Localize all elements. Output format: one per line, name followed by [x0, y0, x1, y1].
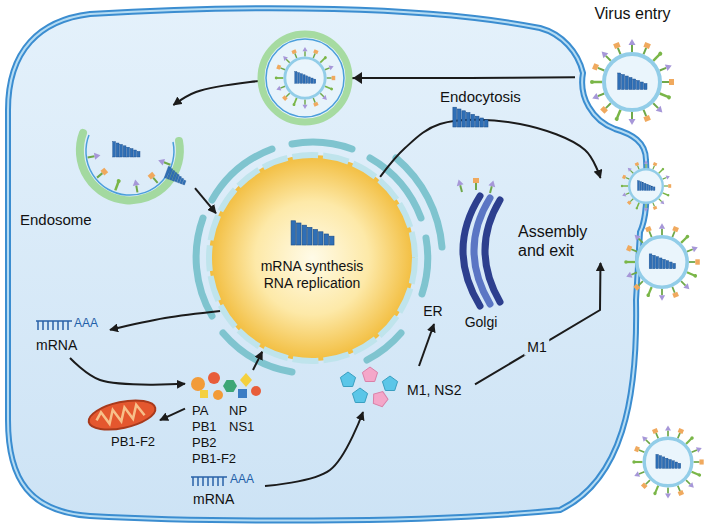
protein — [223, 380, 237, 392]
protein — [240, 373, 252, 387]
arrow-connector — [110, 311, 220, 330]
rnp-bars — [291, 221, 334, 245]
arrow-connector — [253, 352, 262, 370]
er-sheet — [292, 142, 352, 149]
arrow-connector — [70, 358, 185, 385]
er-sheet — [422, 238, 428, 294]
spike — [157, 157, 172, 168]
mitochondrion: PB1-F2 — [88, 395, 160, 452]
rnp-bars — [113, 142, 140, 157]
mrna-strand: AAA mRNA — [185, 472, 265, 512]
node-label: PA — [192, 403, 208, 419]
spike — [487, 180, 497, 194]
nuclear-envelope — [209, 155, 415, 361]
node-label: mRNA — [36, 337, 77, 354]
endosome-inner-membrane — [86, 135, 174, 195]
spike — [473, 178, 479, 190]
endosome: Endosome — [15, 105, 195, 231]
node-label: AAA — [74, 316, 98, 330]
protein — [191, 377, 205, 391]
spike — [455, 179, 465, 193]
node-label: PB1-F2 — [192, 451, 236, 467]
budding-virion — [624, 223, 700, 300]
connector-group — [70, 77, 600, 486]
protein — [251, 386, 261, 396]
protein — [200, 390, 208, 398]
node-label: NP — [229, 403, 247, 419]
spike — [87, 152, 101, 161]
cell-membrane — [8, 8, 647, 520]
node-label: Endosome — [20, 211, 92, 229]
rnp-bars — [453, 107, 488, 127]
mrna-strand-symbol — [36, 321, 72, 330]
virion-entry: Virus entry — [575, 4, 692, 126]
endosome-membrane — [80, 133, 180, 200]
golgi-stack — [463, 196, 500, 306]
arrow-connector — [265, 412, 363, 486]
mrna-strand: AAA mRNA — [30, 316, 110, 358]
arrow-connector — [173, 77, 575, 105]
released-virion — [632, 425, 703, 498]
nucleus: mRNA synthesis RNA replication — [206, 152, 418, 364]
viral-protein-cluster — [191, 372, 261, 400]
protein — [238, 389, 247, 398]
protein — [371, 389, 390, 408]
protein-group: PA NP PB1 NS1PB2PB1-F2 — [185, 370, 265, 469]
node-label: Golgi — [452, 314, 510, 331]
golgi-glycoproteins — [455, 178, 496, 194]
protein — [213, 390, 223, 400]
arrow-connector — [380, 120, 600, 178]
vesicle-membrane — [261, 34, 349, 122]
node-label: Assembly and exit — [518, 222, 604, 260]
node-label: M1, NS2 — [407, 382, 461, 399]
m1-ns2-cluster — [340, 367, 397, 408]
edge-label: Endocytosis — [440, 88, 521, 106]
mrna-strand-symbol — [191, 477, 227, 486]
protein — [352, 388, 367, 403]
protein — [382, 376, 397, 391]
arrow-connector — [195, 188, 216, 213]
protein — [208, 372, 220, 384]
spike — [148, 172, 160, 185]
virion — [275, 47, 335, 109]
spike — [132, 179, 141, 193]
protein — [340, 372, 355, 387]
protein — [362, 367, 377, 382]
node-label: mRNA synthesis RNA replication — [249, 258, 375, 292]
node-label: PB2 — [192, 435, 217, 451]
node-label: PB1 — [192, 419, 217, 435]
spike — [95, 168, 108, 180]
golgi-cisterna — [485, 200, 500, 302]
node-label: AAA — [230, 472, 254, 486]
cell-membrane-inner — [8, 8, 647, 520]
endosome-shape — [80, 133, 189, 200]
budding-virion — [621, 160, 671, 212]
arrow-head — [353, 72, 362, 84]
arrow-connector — [419, 324, 434, 366]
endocytic-vesicle — [261, 34, 362, 122]
node-label: PB1-F2 — [111, 434, 155, 450]
mitochondrion-body — [86, 395, 158, 435]
golgi: Golgi — [452, 190, 512, 335]
mitochondrion-cristae — [95, 404, 145, 427]
edge-label: M1 — [524, 339, 549, 356]
arrow-connector — [160, 409, 185, 420]
vesicle-inner-membrane — [266, 39, 344, 117]
node-label: Virus entry — [575, 4, 690, 23]
entering-virion — [590, 39, 674, 125]
assembly-site: Assembly and exit — [516, 178, 612, 263]
spike — [113, 178, 121, 191]
endoplasmic-reticulum — [196, 142, 442, 372]
er-label-box: ER — [420, 300, 448, 324]
node-label: mRNA — [193, 491, 234, 508]
mitochondrion-shape — [86, 395, 158, 435]
rnp-bars — [164, 166, 188, 185]
node-label: ER — [420, 303, 446, 320]
node-label: NS1 — [229, 419, 254, 435]
matrix-protein-group: M1, NS2 — [335, 366, 475, 412]
